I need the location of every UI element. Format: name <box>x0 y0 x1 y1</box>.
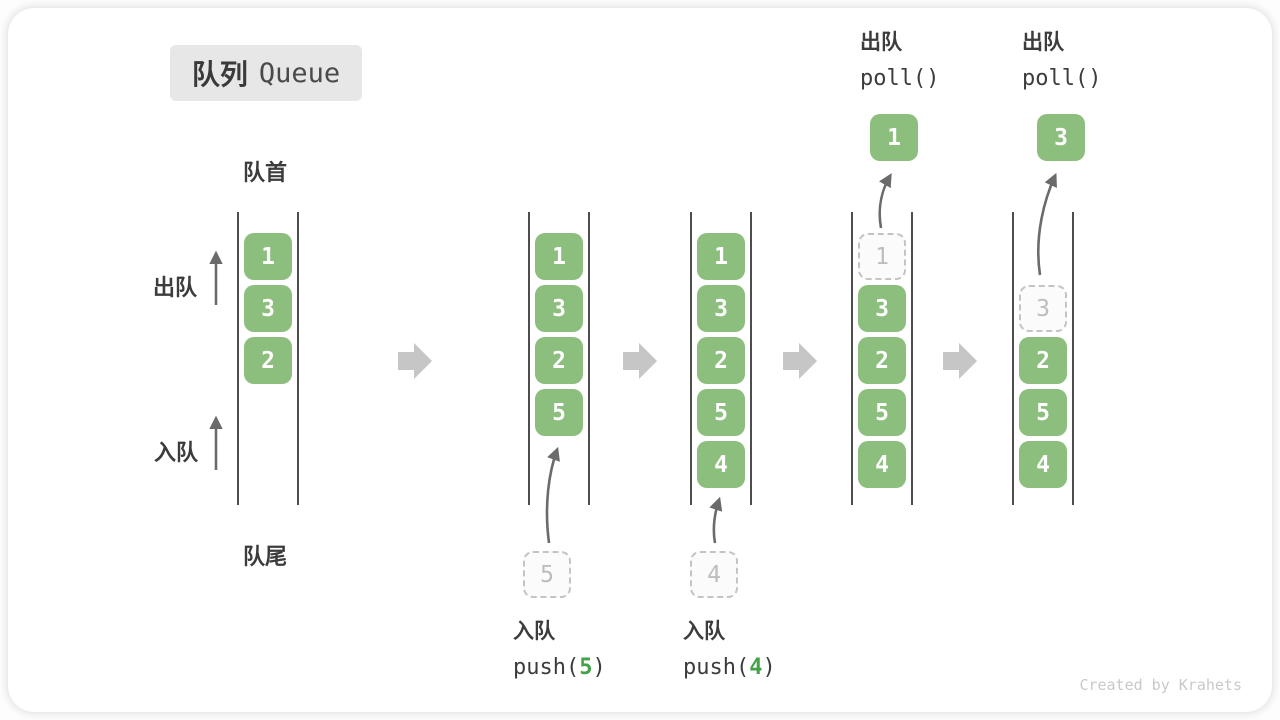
code-pre: push( <box>513 655 580 680</box>
title-zh: 队列 <box>191 59 248 90</box>
code-pre: poll() <box>1022 66 1102 91</box>
queue-cell: 4 <box>1019 441 1067 488</box>
queue-rear-label: 队尾 <box>243 544 288 569</box>
state-initial-walls <box>237 212 299 505</box>
code-arg-highlight: 5 <box>579 655 593 680</box>
queue-cell: 2 <box>1019 337 1067 384</box>
watermark: Created by Krahets <box>1079 676 1242 694</box>
queue-cell: 1 <box>244 233 292 280</box>
queue-cell: 2 <box>535 337 583 384</box>
state-poll-1-annotation: 出队 poll() <box>860 29 939 94</box>
queue-cell-ghost: 1 <box>858 233 906 280</box>
queue-cell: 4 <box>858 441 906 488</box>
queue-cell: 5 <box>1019 389 1067 436</box>
annotation-code-label: poll() <box>1022 64 1101 94</box>
queue-cell: 4 <box>697 441 745 488</box>
popped-cell: 1 <box>870 114 918 161</box>
annotation-zh-label: 出队 <box>860 31 902 54</box>
title-en: Queue <box>258 57 341 89</box>
staging-cell-ghost: 4 <box>690 551 738 598</box>
card-background <box>8 8 1272 712</box>
queue-cell: 2 <box>244 337 292 384</box>
code-post: ) <box>762 655 776 680</box>
annotation-code-label: push(4) <box>683 653 776 683</box>
state-after-push-4-annotation: 入队 push(4) <box>683 618 776 683</box>
state-after-push-5-annotation: 入队 push(5) <box>513 618 606 683</box>
code-post: ) <box>592 655 606 680</box>
queue-cell: 3 <box>858 285 906 332</box>
staging-cell-ghost: 5 <box>523 551 571 598</box>
queue-cell: 3 <box>697 285 745 332</box>
state-poll-3-walls <box>1012 212 1074 505</box>
dequeue-side-label: 出队 <box>153 275 198 300</box>
code-pre: poll() <box>860 66 940 91</box>
queue-cell-ghost: 3 <box>1019 285 1067 332</box>
queue-cell: 1 <box>697 233 745 280</box>
state-poll-3-annotation: 出队 poll() <box>1022 29 1101 94</box>
queue-cell: 3 <box>535 285 583 332</box>
queue-cell: 3 <box>244 285 292 332</box>
queue-cell: 2 <box>858 337 906 384</box>
annotation-zh-label: 出队 <box>1022 31 1064 54</box>
queue-cell: 5 <box>858 389 906 436</box>
popped-cell: 3 <box>1037 114 1085 161</box>
enqueue-side-label: 入队 <box>154 440 199 465</box>
code-arg-highlight: 4 <box>749 655 763 680</box>
queue-front-label: 队首 <box>243 160 288 185</box>
annotation-code-label: push(5) <box>513 653 606 683</box>
queue-cell: 5 <box>535 389 583 436</box>
annotation-zh-label: 入队 <box>513 620 555 643</box>
queue-cell: 1 <box>535 233 583 280</box>
state-poll-1-walls <box>851 212 913 505</box>
code-pre: push( <box>683 655 750 680</box>
state-after-push-5-walls <box>528 212 590 505</box>
queue-cell: 2 <box>697 337 745 384</box>
state-after-push-4-walls <box>690 212 752 505</box>
annotation-code-label: poll() <box>860 64 939 94</box>
annotation-zh-label: 入队 <box>683 620 725 643</box>
queue-cell: 5 <box>697 389 745 436</box>
title-badge: 队列 Queue <box>170 45 362 101</box>
